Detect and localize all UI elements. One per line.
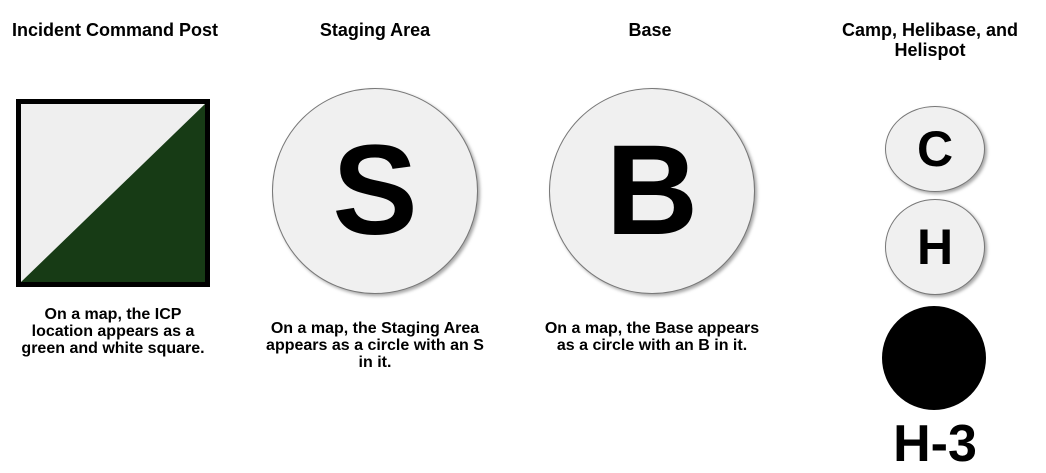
camp-letter: C bbox=[916, 121, 954, 177]
staging-area-circle-icon: S bbox=[272, 88, 478, 294]
base-circle-icon: B bbox=[549, 88, 755, 294]
camp-circle-icon: C bbox=[885, 106, 985, 192]
base-title: Base bbox=[628, 20, 672, 40]
helispot-label: H-3 bbox=[893, 415, 977, 473]
base-caption: On a map, the Base appears as a circle w… bbox=[544, 320, 760, 354]
icp-green-half bbox=[21, 104, 205, 282]
helibase-letter: H bbox=[916, 219, 954, 275]
staging-caption: On a map, the Staging Area appears as a … bbox=[266, 320, 484, 371]
helibase-circle-icon: H bbox=[885, 199, 985, 295]
helispot-circle-icon bbox=[882, 306, 986, 410]
icp-square-icon bbox=[16, 99, 210, 287]
base-letter: B bbox=[605, 119, 699, 262]
staging-title: Staging Area bbox=[319, 20, 431, 40]
staging-letter: S bbox=[332, 119, 418, 262]
icp-caption: On a map, the ICP location appears as a … bbox=[21, 306, 205, 357]
icp-title: Incident Command Post bbox=[11, 20, 218, 40]
camp-title: Camp, Helibase, and Helispot bbox=[841, 20, 1019, 60]
